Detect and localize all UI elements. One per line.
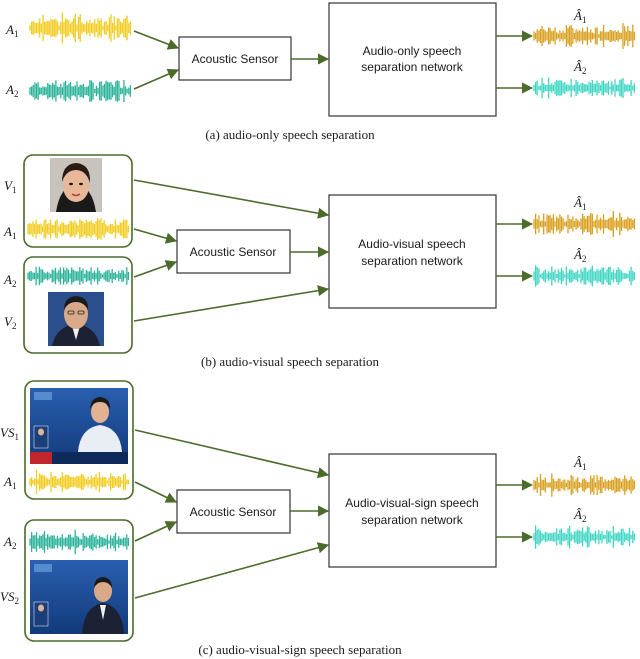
waveform-trace: [29, 529, 130, 555]
c-label-out2: Â2: [573, 507, 586, 524]
waveform-trace: [27, 266, 130, 286]
arrow-v2-to-network: [133, 285, 330, 322]
network-box: [328, 2, 497, 117]
c-waveform-out2: [533, 525, 636, 549]
c-network-label-line2: separation network: [361, 513, 463, 527]
arrow-c-a2-to-sensor: [134, 521, 178, 542]
waveform-b-a1: [27, 217, 130, 241]
b-waveform-out2: [533, 265, 636, 287]
panel-b: V1 A1 A2 V2: [3, 154, 636, 369]
arrow-b-a2-to-sensor: [133, 260, 178, 278]
label-v2: V2: [4, 314, 16, 331]
waveform-trace: [533, 77, 636, 99]
b-acoustic-sensor-label: Acoustic Sensor: [190, 245, 277, 259]
waveform-trace: [533, 525, 636, 549]
label-a2: A2: [5, 82, 18, 99]
label-c-a1: A1: [3, 474, 16, 491]
label-vs1: VS1: [0, 425, 19, 442]
label-b-a2: A2: [3, 272, 16, 289]
caption-c: (c) audio-visual-sign speech separation: [198, 642, 402, 657]
label-b-a1: A1: [3, 224, 16, 241]
arrow-vs2-to-network: [134, 542, 330, 599]
label-v1: V1: [4, 178, 16, 195]
c-label-out1: Â1: [573, 455, 586, 472]
panel-a: A1 A2 Acoustic Sensor Audio-only speech …: [5, 2, 636, 142]
arrow-b-a1-to-sensor: [133, 228, 178, 244]
news-image-vs2: [30, 560, 128, 634]
arrow-v1-to-network: [133, 179, 330, 219]
waveform-trace: [533, 265, 636, 287]
arrow-c-a1-to-sensor: [134, 481, 178, 503]
b-label-out2: Â2: [573, 247, 586, 264]
arrow-vs1-to-network: [134, 429, 330, 479]
c-acoustic-sensor-label: Acoustic Sensor: [190, 505, 277, 519]
face-image-v1: [50, 158, 102, 212]
waveform-a2: [29, 80, 132, 102]
waveform-c-a2: [29, 529, 130, 555]
b-label-out1: Â1: [573, 195, 586, 212]
c-network-box: [328, 453, 497, 568]
b-network-label-line2: separation network: [361, 254, 463, 268]
waveform-c-a1: [29, 469, 130, 495]
waveform-out1: [533, 23, 636, 49]
label-vs2: VS2: [0, 589, 19, 606]
arrow-a1-to-sensor: [133, 30, 180, 50]
waveform-trace: [29, 469, 130, 495]
b-network-box: [328, 194, 497, 309]
waveform-trace: [533, 23, 636, 49]
label-out1: Â1: [573, 8, 586, 25]
caption-a: (a) audio-only speech separation: [205, 127, 375, 142]
waveform-trace: [533, 473, 636, 497]
waveform-trace: [29, 80, 132, 102]
c-waveform-out1: [533, 473, 636, 497]
waveform-trace: [27, 217, 130, 241]
waveform-out2: [533, 77, 636, 99]
network-label-line1: Audio-only speech: [363, 44, 462, 58]
arrow-a2-to-sensor: [133, 68, 180, 90]
caption-b: (b) audio-visual speech separation: [201, 354, 379, 369]
face-image-v2: [48, 292, 104, 346]
label-out2: Â2: [573, 59, 586, 76]
waveform-b-a2: [27, 266, 130, 286]
waveform-trace: [533, 211, 636, 237]
b-acoustic-sensor-box: [176, 229, 291, 274]
panel-c: VS1 A1 A2 VS2: [0, 380, 636, 657]
network-label-line2: separation network: [361, 60, 463, 74]
news-image-vs1: [30, 388, 128, 464]
waveform-a1: [29, 12, 132, 44]
c-network-label-line1: Audio-visual-sign speech: [345, 496, 478, 510]
waveform-trace: [29, 12, 132, 44]
c-acoustic-sensor-box: [176, 489, 291, 534]
b-waveform-out1: [533, 211, 636, 237]
acoustic-sensor-box: [178, 36, 292, 81]
b-network-label-line1: Audio-visual speech: [358, 237, 465, 251]
label-c-a2: A2: [3, 534, 16, 551]
acoustic-sensor-label: Acoustic Sensor: [192, 52, 279, 66]
label-a1: A1: [5, 22, 18, 39]
